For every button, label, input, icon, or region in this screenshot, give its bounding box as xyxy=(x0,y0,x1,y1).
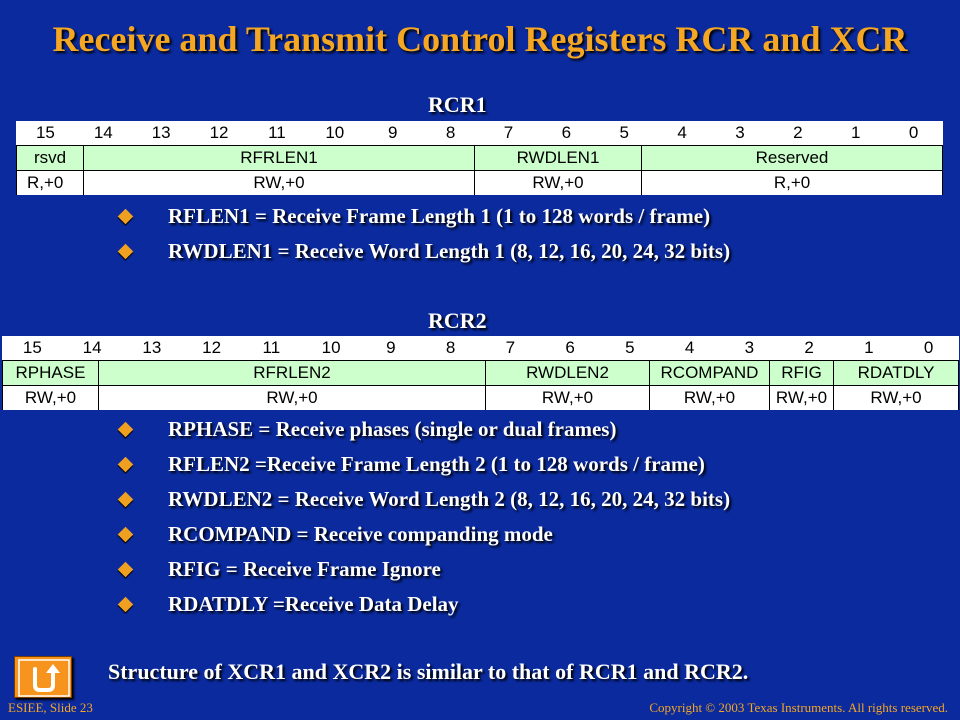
rcr2-bit: 14 xyxy=(82,338,102,357)
structure-note: Structure of XCR1 and XCR2 is similar to… xyxy=(108,659,749,684)
rcr2-access: RW,+0 xyxy=(769,385,834,410)
rcr2-field: RDATDLY xyxy=(832,360,960,386)
rcr2-bit: 10 xyxy=(321,338,341,357)
rcr2-access: RW,+0 xyxy=(98,385,486,410)
rcr2-label: RCR2 xyxy=(428,308,487,333)
slide-number: ESIEE, Slide 23 xyxy=(8,700,93,715)
rcr1-bit: 0 xyxy=(908,123,919,142)
rcr1-field: rsvd xyxy=(16,145,84,171)
rcr2-access: RW,+0 xyxy=(649,385,770,410)
rcr2-bit: 15 xyxy=(22,338,42,357)
rcr1-bit: 10 xyxy=(325,123,345,142)
rcr2-access: RW,+0 xyxy=(832,385,960,410)
rcr1-register-table: 15 14 13 12 11 10 9 8 7 6 5 4 3 2 1 0 rs… xyxy=(16,121,944,195)
diamond-bullet-icon xyxy=(117,208,134,225)
rcr2-bit: 2 xyxy=(804,338,814,357)
rcr1-bit: 1 xyxy=(850,123,861,142)
bullet-text: RPHASE = Receive phases (single or dual … xyxy=(168,417,617,441)
bullet-text: RDATDLY =Receive Data Delay xyxy=(168,592,459,616)
rcr1-bit: 4 xyxy=(677,123,687,142)
rcr2-bit: 9 xyxy=(386,338,396,357)
rcr1-access: R,+0 xyxy=(640,170,944,195)
bullet-text: RFLEN2 =Receive Frame Length 2 (1 to 128… xyxy=(168,452,705,476)
rcr1-access-row: R,+0 RW,+0 RW,+0 R,+0 xyxy=(16,170,944,195)
rcr1-field: Reserved xyxy=(640,145,944,171)
rcr1-bit: 13 xyxy=(151,123,171,142)
rcr2-bit: 8 xyxy=(445,338,456,357)
rcr1-bit: 11 xyxy=(268,123,286,142)
bullet-text: RFIG = Receive Frame Ignore xyxy=(168,557,441,581)
rcr2-register-table: 15 14 13 12 11 10 9 8 7 6 5 4 3 2 1 0 RP… xyxy=(2,336,960,410)
rcr1-bit: 12 xyxy=(209,123,229,142)
rcr2-bit: 1 xyxy=(864,338,874,357)
rcr1-bit: 8 xyxy=(445,123,456,142)
rcr1-bit: 2 xyxy=(793,123,803,142)
diamond-bullet-icon xyxy=(117,596,134,613)
rcr1-bit: 6 xyxy=(561,123,572,142)
rcr2-bullet-list: RPHASE = Receive phases (single or dual … xyxy=(100,417,730,627)
rcr2-bit: 11 xyxy=(262,338,281,357)
rcr1-field: RFRLEN1 xyxy=(83,145,475,171)
diamond-bullet-icon xyxy=(117,491,134,508)
rcr2-field: RFRLEN2 xyxy=(98,360,486,386)
bullet-item: RWDLEN2 = Receive Word Length 2 (8, 12, … xyxy=(100,487,730,512)
rcr2-access: RW,+0 xyxy=(2,385,99,410)
diamond-bullet-icon xyxy=(117,456,134,473)
rcr2-field: RFIG xyxy=(769,360,834,386)
rcr1-bit: 5 xyxy=(619,123,629,142)
rcr2-bit: 5 xyxy=(625,338,635,357)
rcr1-field-row: rsvd RFRLEN1 RWDLEN1 Reserved xyxy=(16,145,944,171)
rcr2-bit: 4 xyxy=(684,338,695,357)
rcr2-bit: 13 xyxy=(142,338,162,357)
bullet-item: RDATDLY =Receive Data Delay xyxy=(100,592,730,617)
return-arrow-icon xyxy=(18,659,70,697)
rcr1-access: R,+0 xyxy=(16,170,84,195)
rcr1-bit: 14 xyxy=(93,123,113,142)
rcr2-bit: 3 xyxy=(744,338,755,357)
bullet-text: RWDLEN1 = Receive Word Length 1 (8, 12, … xyxy=(168,239,731,263)
rcr1-bit: 3 xyxy=(735,123,745,142)
rcr2-bit: 7 xyxy=(505,338,516,357)
rcr2-bit: 0 xyxy=(923,338,934,357)
diamond-bullet-icon xyxy=(117,421,134,438)
bullet-item: RWDLEN1 = Receive Word Length 1 (8, 12, … xyxy=(100,239,730,264)
rcr1-bit: 7 xyxy=(503,123,514,142)
bullet-text: RWDLEN2 = Receive Word Length 2 (8, 12, … xyxy=(168,487,731,511)
rcr2-field: RPHASE xyxy=(2,360,99,386)
rcr2-field: RCOMPAND xyxy=(649,360,770,386)
bullet-item: RFLEN2 =Receive Frame Length 2 (1 to 128… xyxy=(100,452,730,477)
rcr1-bit-row: 15 14 13 12 11 10 9 8 7 6 5 4 3 2 1 0 xyxy=(16,121,943,146)
rcr1-bit: 15 xyxy=(35,123,55,142)
rcr1-bullet-list: RFLEN1 = Receive Frame Length 1 (1 to 12… xyxy=(100,204,730,274)
rcr2-bit: 6 xyxy=(565,338,575,357)
diamond-bullet-icon xyxy=(117,243,134,260)
bullet-item: RPHASE = Receive phases (single or dual … xyxy=(100,417,730,442)
rcr1-field: RWDLEN1 xyxy=(474,145,642,171)
bullet-text: RCOMPAND = Receive companding mode xyxy=(168,522,553,546)
bullet-item: RFLEN1 = Receive Frame Length 1 (1 to 12… xyxy=(100,204,730,229)
rcr2-access: RW,+0 xyxy=(485,385,650,410)
diamond-bullet-icon xyxy=(117,526,134,543)
rcr2-access-row: RW,+0 RW,+0 RW,+0 RW,+0 RW,+0 RW,+0 xyxy=(2,385,960,410)
rcr2-field: RWDLEN2 xyxy=(485,360,650,386)
return-button[interactable] xyxy=(14,656,72,698)
rcr1-access: RW,+0 xyxy=(474,170,642,195)
rcr1-label: RCR1 xyxy=(428,92,487,117)
rcr1-bit: 9 xyxy=(387,123,398,142)
bullet-text: RFLEN1 = Receive Frame Length 1 (1 to 12… xyxy=(168,204,711,228)
rcr1-access: RW,+0 xyxy=(83,170,475,195)
copyright-text: Copyright © 2003 Texas Instruments. All … xyxy=(649,700,948,715)
rcr2-field-row: RPHASE RFRLEN2 RWDLEN2 RCOMPAND RFIG RDA… xyxy=(2,360,960,386)
bullet-item: RCOMPAND = Receive companding mode xyxy=(100,522,730,547)
bullet-item: RFIG = Receive Frame Ignore xyxy=(100,557,730,582)
rcr2-bit: 12 xyxy=(202,338,222,357)
slide-title: Receive and Transmit Control Registers R… xyxy=(52,19,908,59)
diamond-bullet-icon xyxy=(117,561,134,578)
rcr2-bit-row: 15 14 13 12 11 10 9 8 7 6 5 4 3 2 1 0 xyxy=(2,336,959,361)
